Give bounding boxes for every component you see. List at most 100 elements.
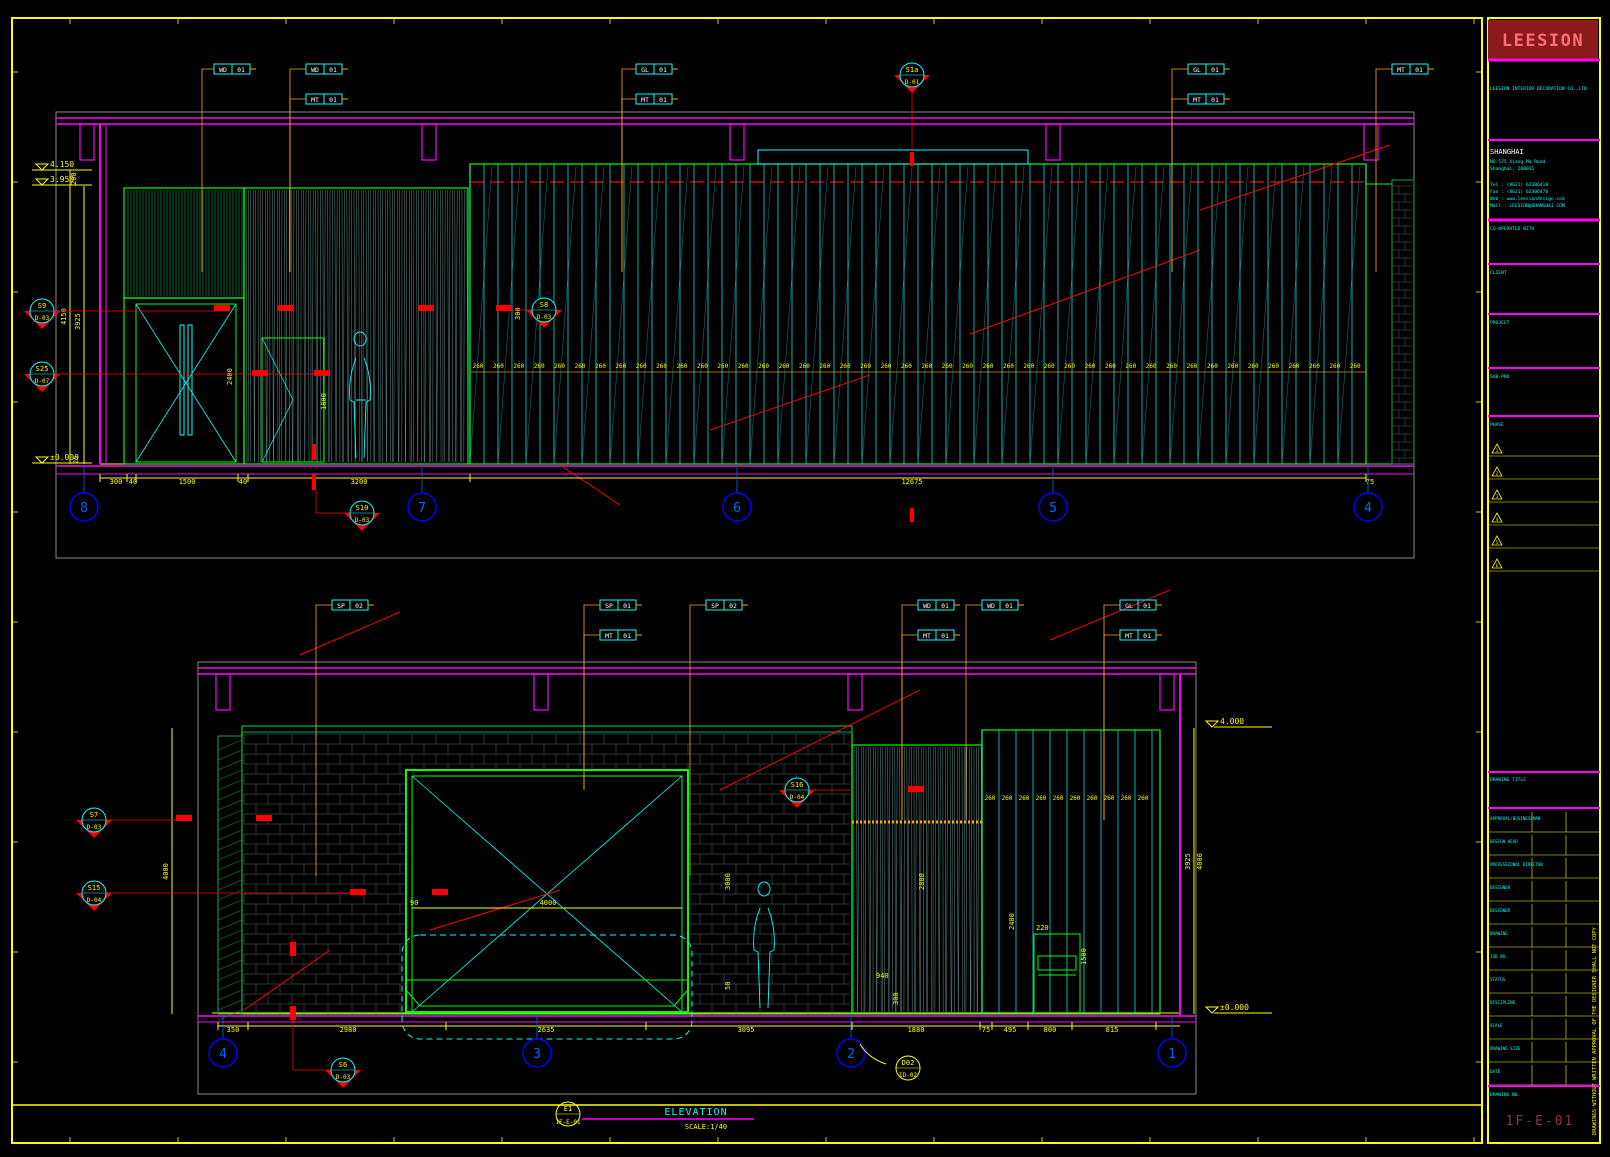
section-id: S6 [339,1061,347,1069]
grid-bubble-label: 4 [219,1047,227,1062]
section-sheet: D-03 [336,1074,351,1081]
grid-bubble-label: 3 [533,1047,541,1062]
svg-text:260: 260 [901,363,912,370]
svg-text:260: 260 [1268,363,1279,370]
right-brick-wall [1365,179,1415,466]
material-num: 01 [329,96,337,104]
signoff-label: DESIGN HEAD [1490,839,1518,844]
signoff-label: DESIGNER [1490,885,1511,890]
brand-logo-text: LEESION [1502,31,1584,51]
svg-text:260: 260 [1064,363,1075,370]
svg-text:260: 260 [962,363,973,370]
office-web: Web : www.leesiondesign.com [1490,196,1565,202]
grid-bubble-label: 5 [1049,501,1057,516]
title-bubble-id: E1 [564,1105,572,1113]
svg-text:260: 260 [636,363,647,370]
level-value: ±0.000 [1220,1003,1249,1012]
dim-value: 12675 [901,478,922,486]
section-sheet: D-07 [35,378,50,385]
signoff-label: DISCIPLINE [1490,1000,1516,1005]
svg-text:260: 260 [1002,795,1013,802]
signoff-label: DATE [1490,1069,1501,1074]
dim-value: 1500 [179,478,196,486]
svg-text:260: 260 [554,363,565,370]
section-id: S15 [88,884,101,892]
dim-value: 350 [227,1026,240,1034]
svg-text:3925: 3925 [1184,853,1192,870]
revision-mark: 6 [1496,563,1499,568]
sheet-ruler-ticks [12,18,1482,1143]
material-code: WD [311,66,319,74]
material-code: MT [605,632,613,640]
svg-text:260: 260 [1036,795,1047,802]
material-code: GL [1193,66,1201,74]
signoff-label: DRAWING SIZE [1490,1046,1521,1051]
section-id: S25 [36,365,49,373]
dim-value: 40 [239,478,247,486]
signoff-label: APPROVAL/BUSINESSMAN [1490,816,1541,821]
dim-value: 3095 [738,1026,755,1034]
section-sheet: D-03 [355,517,370,524]
level-value: ±0.000 [50,453,79,462]
dim-value: 3200 [351,478,368,486]
revision-mark: 2 [1496,471,1499,476]
svg-text:260: 260 [656,363,667,370]
svg-text:4000: 4000 [1196,853,1204,870]
section-id: S8 [540,301,548,309]
grid-bubble-label: 8 [80,501,88,516]
section-id: S16 [791,781,804,789]
material-num: 02 [729,602,737,610]
material-num: 01 [1211,66,1219,74]
signoff-label: PROFESSIONAL DIRECTOR [1490,862,1543,867]
detail-sheet: ID-02 [899,1072,917,1079]
svg-text:260: 260 [1085,363,1096,370]
svg-text:260: 260 [860,363,871,370]
material-num: 01 [659,96,667,104]
svg-text:260: 260 [758,363,769,370]
office-address: NO.575 Xiang Ma Road [1490,159,1546,165]
svg-text:260: 260 [819,363,830,370]
svg-text:260: 260 [493,363,504,370]
svg-text:260: 260 [881,363,892,370]
svg-text:260: 260 [779,363,790,370]
material-num: 01 [1005,602,1013,610]
level-markers-lower: 4.000±0.000 [1204,717,1272,1014]
title-block-row-label: PHASE [1490,422,1504,428]
dim-value: 300 [110,478,123,486]
section-id: S7 [90,811,98,819]
drawing-no-label: DRAWING NO. [1490,1092,1520,1098]
section-sheet: D-03 [537,314,552,321]
svg-text:260: 260 [1087,795,1098,802]
svg-text:940: 940 [876,972,889,980]
material-code: MT [1125,632,1133,640]
svg-text:260: 260 [513,363,524,370]
office-mail: Mail : LEESION@SHANGHAI.COM [1490,203,1565,209]
material-num: 01 [941,602,949,610]
svg-text:260: 260 [1146,363,1157,370]
office-tel: Tel : (8621) 62306418 [1490,182,1548,188]
signoff-label: JOB NO. [1490,954,1508,959]
material-num: 01 [941,632,949,640]
svg-text:260: 260 [1105,363,1116,370]
svg-text:260: 260 [1138,795,1149,802]
revision-mark: 3 [1496,494,1499,499]
svg-text:260: 260 [1309,363,1320,370]
detail-callout: D02 ID-02 [859,1043,921,1081]
office-city: SHANGHAI [1490,148,1524,156]
dim-value: 40 [129,478,137,486]
drawing-scale: SCALE:1/40 [685,1123,727,1131]
svg-text:200: 200 [70,172,78,185]
material-code: MT [923,632,931,640]
signoff-label: STATUS [1490,977,1506,982]
svg-text:260: 260 [1019,795,1030,802]
material-code: SP [711,602,719,610]
level-value: 3.950 [50,175,74,184]
scale-figure-upper [349,331,371,459]
svg-text:25: 25 [72,456,80,464]
material-code: WD [987,602,995,610]
